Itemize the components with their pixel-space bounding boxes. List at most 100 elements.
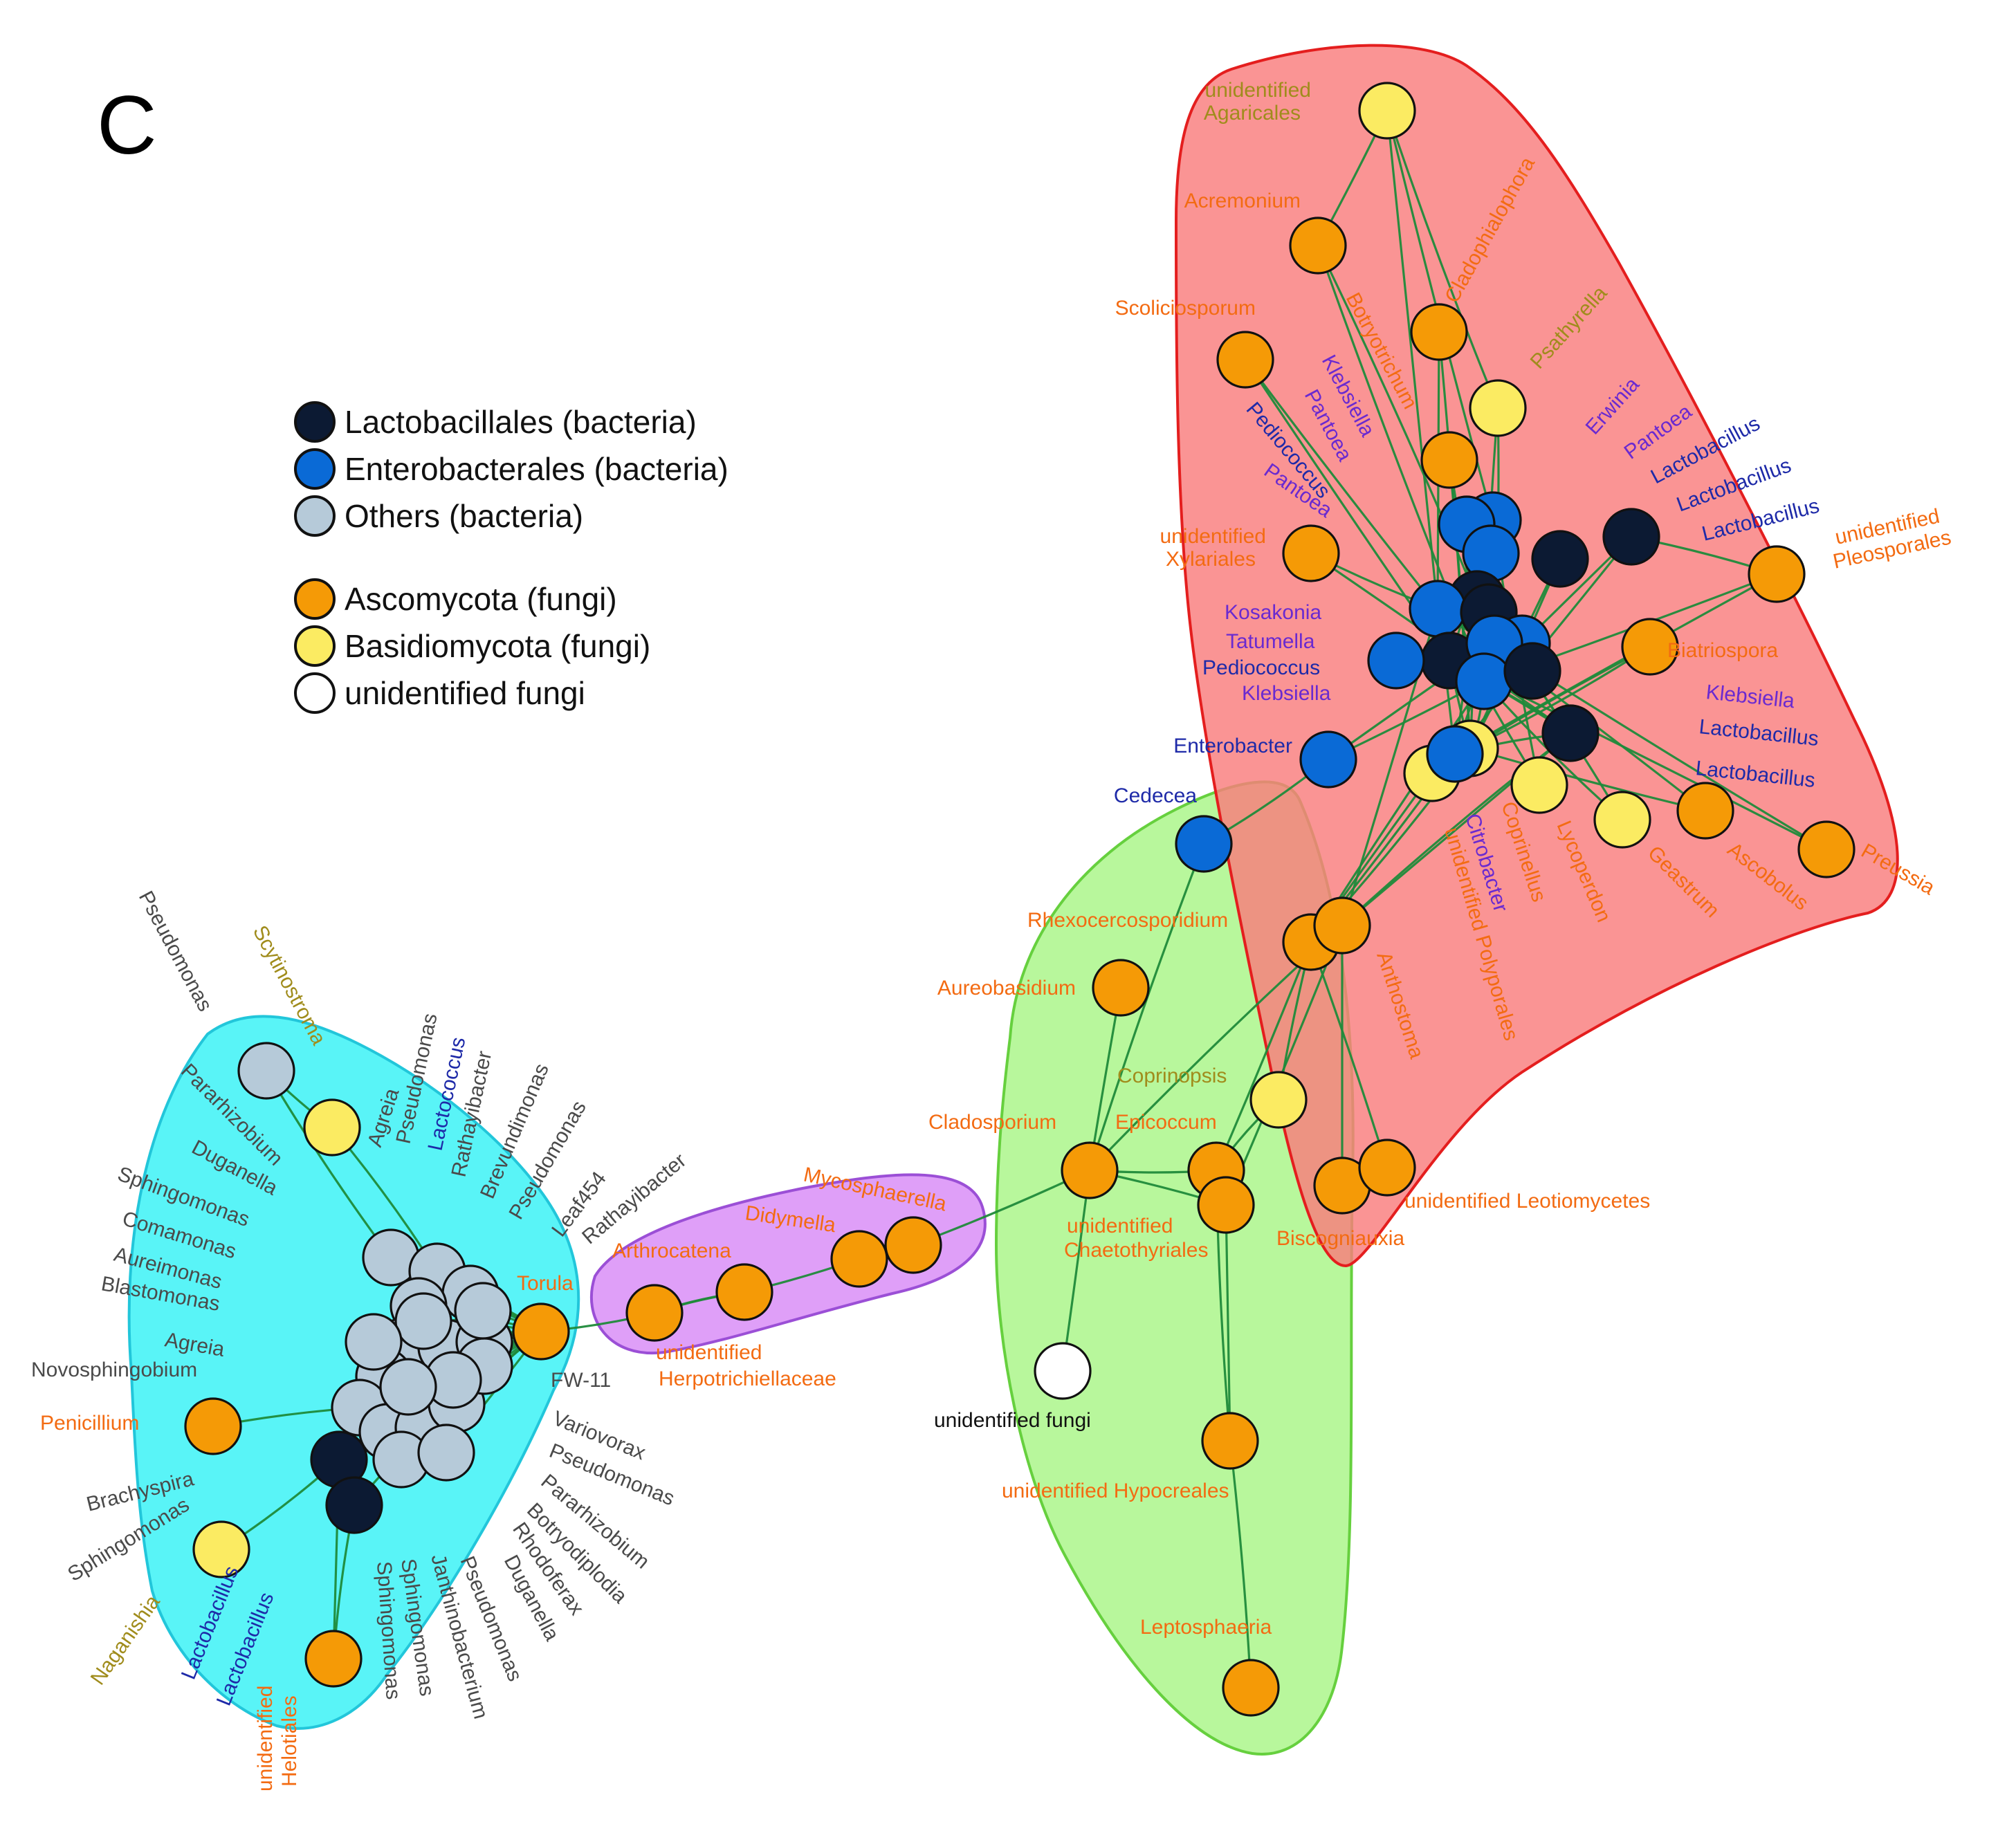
edge [1386,109,1439,610]
edge [265,1069,392,1259]
legend-label: Ascomycota (fungi) [345,581,617,617]
taxon-label: Naganishia [86,1591,165,1689]
node-scoliciosporum [1216,331,1274,389]
taxon-label: Cladosporium [928,1111,1056,1134]
node-coprinopsis [1249,1071,1308,1129]
taxon-label: unidentified Leotiomycetes [1404,1190,1650,1213]
legend-label: Others (bacteria) [345,498,583,534]
legend-label: Enterobacterales (bacteria) [345,451,728,487]
edge [1310,941,1389,1169]
node-torula [512,1302,570,1361]
taxon-label: unidentified Hypocreales [1002,1480,1229,1502]
taxon-label: unidentified [1160,525,1266,548]
node-lacto-left-2 [325,1476,383,1534]
node-lacto-1 [1602,508,1660,566]
node-entero-4 [1409,580,1467,638]
node-leotiomycetes [1358,1139,1416,1197]
taxon-label: FW-11 [551,1369,611,1392]
node-preussia [1797,820,1855,878]
taxon-label: Penicillium [40,1412,139,1435]
taxon-label: Herpotrichiellaceae [659,1367,836,1390]
taxon-label: Biatriospora [1667,639,1778,662]
node-leptosphaeria [1222,1659,1280,1717]
node-lacto-7 [1541,704,1600,762]
node-helotiales [304,1630,363,1688]
node-other-15 [417,1424,475,1482]
taxon-label: Enterobacter [1173,735,1292,757]
node-other-18 [345,1313,403,1371]
legend-swatch [294,448,336,490]
node-cedecea [1175,815,1233,873]
taxon-label: Novosphingobium [31,1359,197,1381]
node-pleosporales [1748,545,1806,603]
taxon-label: Torula [517,1272,574,1295]
node-botryotrichum [1420,431,1478,489]
node-other-19 [454,1282,512,1340]
node-pseudomonas-top [237,1042,295,1100]
taxon-label: unidentified [656,1341,762,1364]
taxon-label: Rhexocercosporidium [1027,909,1228,932]
node-entero-7 [1367,632,1425,690]
taxon-label: Acremonium [1184,190,1301,212]
taxon-label: Epicoccum [1115,1111,1217,1134]
module-purple [590,1173,987,1355]
node-anthostoma-2 [1313,896,1371,955]
node-cladosporium [1061,1141,1119,1199]
taxon-label: Leptosphaeria [1140,1616,1272,1639]
node-other-16 [394,1292,452,1350]
edge [1469,747,1707,812]
taxon-label: Kosakonia [1225,601,1321,624]
taxon-label: Arthrocatena [612,1240,731,1262]
node-unidentified-fungi [1034,1342,1092,1400]
edge [1229,1439,1252,1689]
legend-label: Lactobacillales (bacteria) [345,404,697,440]
node-rhexocercosporidium [1092,959,1150,1017]
taxon-label: unidentified [1205,79,1311,102]
legend-swatch [294,578,336,620]
taxon-label: Chaetothyriales [1064,1239,1208,1262]
taxon-label: Biscogniauxia [1276,1227,1404,1250]
taxon-label: Xylariales [1166,548,1256,571]
taxon-label: Aureobasidium [937,977,1076,1000]
node-enterobacter [1299,730,1357,789]
node-hypocreales [1201,1412,1259,1470]
node-herpotrichiellaceae [625,1284,684,1342]
legend-swatch [294,625,336,667]
taxon-label: Agaricales [1204,102,1301,125]
edge [1088,842,1205,1172]
node-chaetothyriales [1197,1176,1255,1234]
node-lacto-2 [1531,530,1589,588]
edge [1386,109,1499,409]
taxon-label: Pseudomonas [134,887,217,1015]
node-xylariales [1282,524,1340,582]
node-lacto-6 [1503,642,1561,700]
node-penicillium [184,1397,242,1455]
edge [1454,573,1778,755]
node-entero-9 [1426,725,1484,783]
node-ascobolus [1676,782,1734,840]
node-lycoperdon [1510,756,1568,814]
node-agaricales [1358,82,1416,140]
node-biatriospora [1621,618,1679,676]
node-mycosphaerella [884,1216,942,1274]
node-acremonium [1289,217,1347,275]
node-didymella [830,1230,888,1288]
edge [1244,358,1439,610]
legend-label: unidentified fungi [345,675,585,711]
taxon-label: Klebsiella [1242,682,1331,705]
node-psathyrella [1469,379,1527,437]
legend-swatch [294,672,336,714]
taxon-label: Helotiales [278,1695,301,1787]
node-entero-8 [1455,652,1513,710]
node-cladophialophora [1410,303,1468,361]
node-other-20 [379,1358,437,1416]
taxon-label: unidentified [1067,1215,1173,1237]
legend-swatch [294,401,336,443]
legend-swatch [294,495,336,537]
taxon-label: unidentified [254,1686,277,1792]
edge [1215,941,1312,1172]
panel-letter: C [97,79,157,172]
taxon-label: Scoliciosporum [1115,297,1256,320]
taxon-label: Pediococcus [1202,656,1320,679]
